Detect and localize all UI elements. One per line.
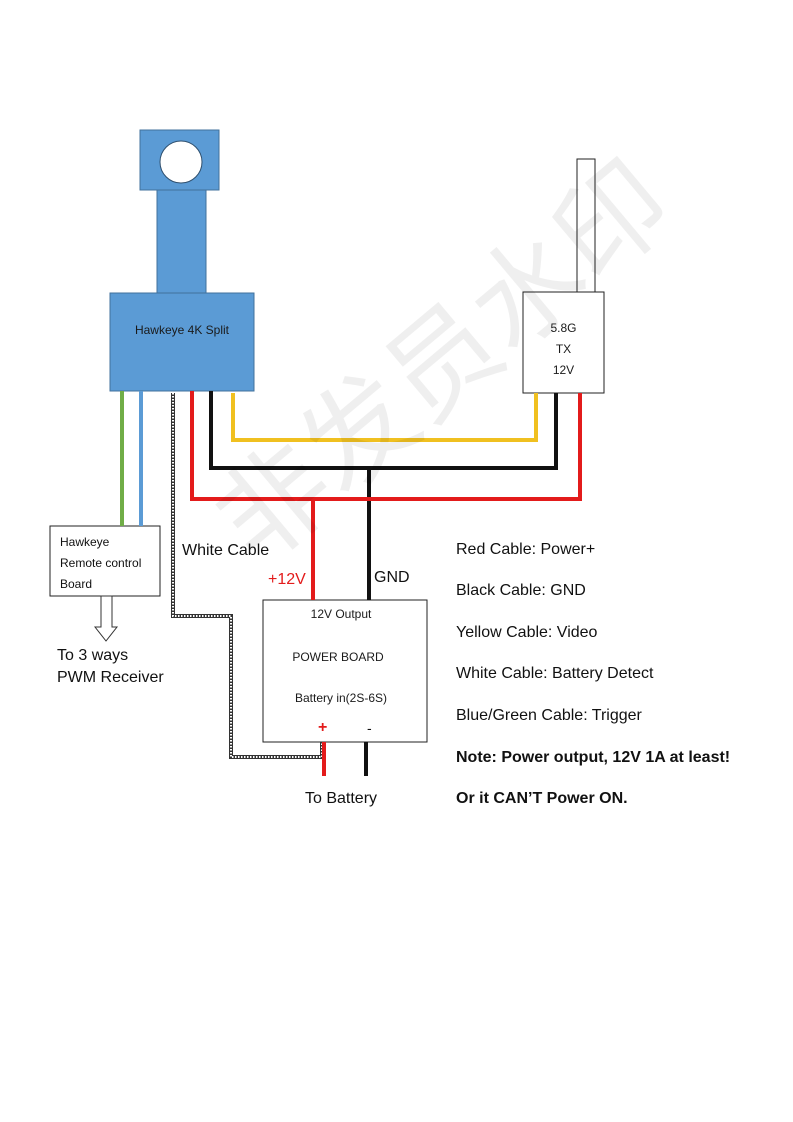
white-detect-wire-core [172, 393, 323, 758]
camera-title: Hawkeye 4K Split [134, 323, 230, 337]
legend-white: White Cable: Battery Detect [456, 665, 654, 682]
to-3-ways-label: To 3 ways [57, 647, 129, 664]
remote-board-line1: Hawkeye [60, 535, 110, 549]
legend-bluegreen: Blue/Green Cable: Trigger [456, 707, 642, 724]
remote-board-line3: Board [60, 577, 93, 591]
tx-line-voltage: 12V [552, 363, 575, 377]
legend-red: Red Cable: Power+ [456, 541, 596, 558]
black-gnd-wire-camera [209, 391, 558, 470]
tx-line-type: TX [555, 342, 572, 356]
plus-terminal: + [318, 719, 328, 736]
gnd-label: GND [374, 569, 410, 586]
tx-line-freq: 5.8G [550, 321, 577, 335]
remote-board-line2: Remote control [60, 556, 142, 570]
legend-black: Black Cable: GND [456, 582, 586, 599]
yellow-video-wire [231, 393, 538, 442]
power-board-output: 12V Output [310, 607, 372, 621]
remote-board-box [49, 525, 161, 597]
legend-note-power: Note: Power output, 12V 1A at least! [456, 749, 731, 766]
minus-terminal: - [367, 720, 372, 736]
camera-neck [156, 189, 207, 294]
arrow-down-icon [93, 595, 119, 642]
transmitter-box [522, 291, 605, 394]
camera-lens [159, 140, 203, 184]
power-board-input: Battery in(2S-6S) [294, 691, 388, 705]
plus-12v-label: +12V [268, 571, 306, 588]
legend-note-warning: Or it CAN’T Power ON. [456, 790, 628, 807]
power-board-box [262, 599, 428, 743]
white-cable-label: White Cable [182, 542, 270, 559]
legend-yellow: Yellow Cable: Video [456, 624, 598, 641]
pwm-receiver-label: PWM Receiver [57, 669, 164, 686]
power-board-title: POWER BOARD [292, 650, 384, 664]
red-power-wire [190, 391, 582, 501]
camera-split-box [109, 292, 255, 392]
to-battery-label: To Battery [305, 790, 378, 807]
